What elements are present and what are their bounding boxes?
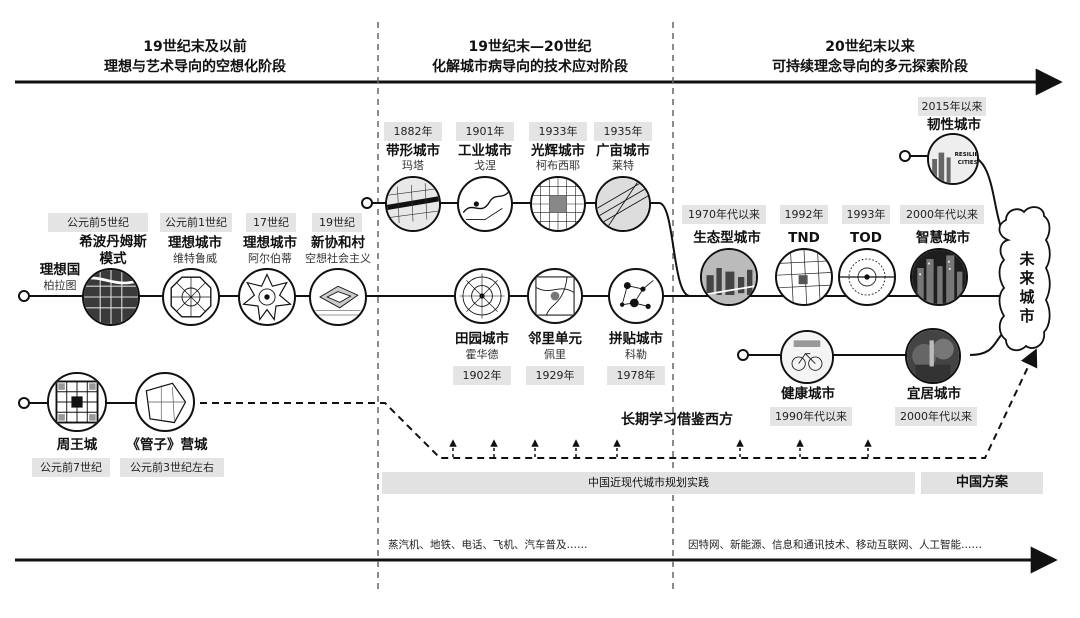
node-collage-name: 拼贴城市	[609, 331, 663, 347]
node-neighborhood-name: 邻里单元	[528, 331, 582, 347]
node-garden-sub: 霍华德	[465, 348, 499, 361]
svg-text:RESILIENT: RESILIENT	[955, 152, 977, 158]
node-vitruvius-name: 理想城市	[168, 235, 222, 251]
node-alberti-sub: 阿尔伯蒂	[248, 252, 292, 265]
livable-city-icon	[905, 328, 961, 384]
node-collage-sub: 科勒	[625, 348, 647, 361]
node-radiant-sub: 柯布西耶	[536, 159, 580, 172]
china-modern-practice-band: 中国近现代城市规划实践	[382, 472, 915, 494]
linear-city-icon	[385, 176, 441, 232]
neighborhood-unit-icon	[527, 268, 583, 324]
main-line-start	[18, 290, 30, 302]
node-healthy-tag: 1990年代以来	[770, 407, 852, 426]
tech-era-3-label: 因特网、新能源、信息和通讯技术、移动互联网、人工智能……	[688, 539, 982, 551]
new-harmony-plan-icon	[309, 268, 367, 326]
node-tnd-name: TND	[788, 230, 820, 246]
node-broadacre-sub: 莱特	[612, 159, 634, 172]
node-garden-tag: 1902年	[453, 366, 511, 385]
node-zhouwang-name: 周王城	[56, 437, 98, 453]
node-eco-name: 生态型城市	[693, 230, 761, 246]
smart-city-icon	[910, 248, 968, 306]
node-industrial-tag: 1901年	[456, 122, 514, 141]
node-smart-tag: 2000年代以来	[900, 205, 984, 224]
china-scheme-band: 中国方案	[921, 472, 1043, 494]
resilient-line-start	[899, 150, 911, 162]
broadacre-city-icon	[595, 176, 651, 232]
era-3-line2: 可持续理念导向的多元探索阶段	[772, 59, 968, 75]
node-industrial-sub: 戈涅	[474, 159, 496, 172]
hippodamus-plan-icon	[82, 268, 140, 326]
node-radiant-name: 光辉城市	[531, 143, 585, 159]
node-neighborhood-sub: 佩里	[544, 348, 566, 361]
star-fortress-plan-icon	[238, 268, 296, 326]
era-2-line2: 化解城市病导向的技术应对阶段	[432, 59, 628, 75]
node-healthy-name: 健康城市	[781, 386, 835, 402]
resilient-cities-logo-icon: RESILIENT CITIES	[927, 133, 979, 185]
node-owen-tag: 19世纪	[312, 213, 362, 232]
node-linear-name: 带形城市	[386, 143, 440, 159]
era-2-title: 19世纪末—20世纪 化解城市病导向的技术应对阶段	[400, 37, 660, 77]
guanzi-city-plan-icon	[135, 372, 195, 432]
radiant-city-icon	[530, 176, 586, 232]
healthy-city-icon	[780, 330, 834, 384]
node-radiant-tag: 1933年	[529, 122, 587, 141]
node-tod-tag: 1993年	[842, 205, 890, 224]
node-alberti-tag: 17世纪	[246, 213, 296, 232]
tech-era-2-label: 蒸汽机、地铁、电话、飞机、汽车普及……	[388, 539, 588, 551]
node-guanzi-tag: 公元前3世纪左右	[120, 458, 224, 477]
node-smart-name: 智慧城市	[916, 230, 970, 246]
node-linear-sub: 玛塔	[402, 159, 424, 172]
node-industrial-name: 工业城市	[458, 143, 512, 159]
china-dashed-path	[140, 348, 1038, 459]
tod-plan-icon	[838, 248, 896, 306]
node-tod-name: TOD	[850, 230, 882, 246]
era-2-line1: 19世纪末—20世纪	[468, 39, 592, 55]
era-1-line1: 19世纪末及以前	[143, 39, 247, 55]
node-broadacre-tag: 1935年	[594, 122, 652, 141]
node-garden-name: 田园城市	[455, 331, 509, 347]
zhouwang-city-plan-icon	[47, 372, 107, 432]
era-3-title: 20世纪末以来 可持续理念导向的多元探索阶段	[740, 37, 1000, 77]
node-tnd-tag: 1992年	[780, 205, 828, 224]
collage-city-icon	[608, 268, 664, 324]
node-resilient-name: 韧性城市	[927, 117, 981, 133]
node-neighborhood-tag: 1929年	[526, 366, 584, 385]
upper-branch-start	[361, 197, 373, 209]
node-hippodamus-name: 希波丹姆斯 模式	[79, 234, 147, 267]
node-livable-tag: 2000年代以来	[895, 407, 977, 426]
era-1-line2: 理想与艺术导向的空想化阶段	[104, 59, 286, 75]
node-plato-sub: 柏拉图	[43, 279, 77, 292]
node-alberti-name: 理想城市	[243, 235, 297, 251]
node-zhouwang-tag: 公元前7世纪	[32, 458, 110, 477]
node-guanzi-name: 《管子》营城	[126, 437, 208, 453]
node-livable-name: 宜居城市	[907, 386, 961, 402]
garden-city-icon	[454, 268, 510, 324]
svg-text:CITIES: CITIES	[958, 160, 977, 166]
industrial-city-icon	[457, 176, 513, 232]
future-city-label: 未 来 城 市	[1019, 250, 1035, 325]
node-eco-tag: 1970年代以来	[682, 205, 766, 224]
node-owen-name: 新协和村	[311, 235, 365, 251]
era-1-title: 19世纪末及以前 理想与艺术导向的空想化阶段	[70, 37, 320, 77]
node-owen-sub: 空想社会主义	[305, 252, 371, 265]
octagon-plan-icon	[162, 268, 220, 326]
eco-city-icon	[700, 248, 758, 306]
upper-branch-curve	[658, 202, 691, 297]
node-vitruvius-sub: 维特鲁威	[173, 252, 217, 265]
tnd-plan-icon	[775, 248, 833, 306]
learning-from-west-label: 长期学习借鉴西方	[621, 412, 733, 428]
future-city-cloud	[998, 206, 1051, 352]
china-line-start	[18, 397, 30, 409]
node-hippodamus-tag: 公元前5世纪	[48, 213, 148, 232]
node-vitruvius-tag: 公元前1世纪	[160, 213, 232, 232]
lower-branch-start	[737, 349, 749, 361]
node-broadacre-name: 广亩城市	[596, 143, 650, 159]
era-3-line1: 20世纪末以来	[825, 39, 915, 55]
learning-dashed-arrows	[449, 439, 872, 457]
node-collage-tag: 1978年	[607, 366, 665, 385]
node-plato-name: 理想国	[39, 262, 81, 278]
node-linear-tag: 1882年	[384, 122, 442, 141]
node-resilient-tag: 2015年以来	[918, 97, 986, 116]
